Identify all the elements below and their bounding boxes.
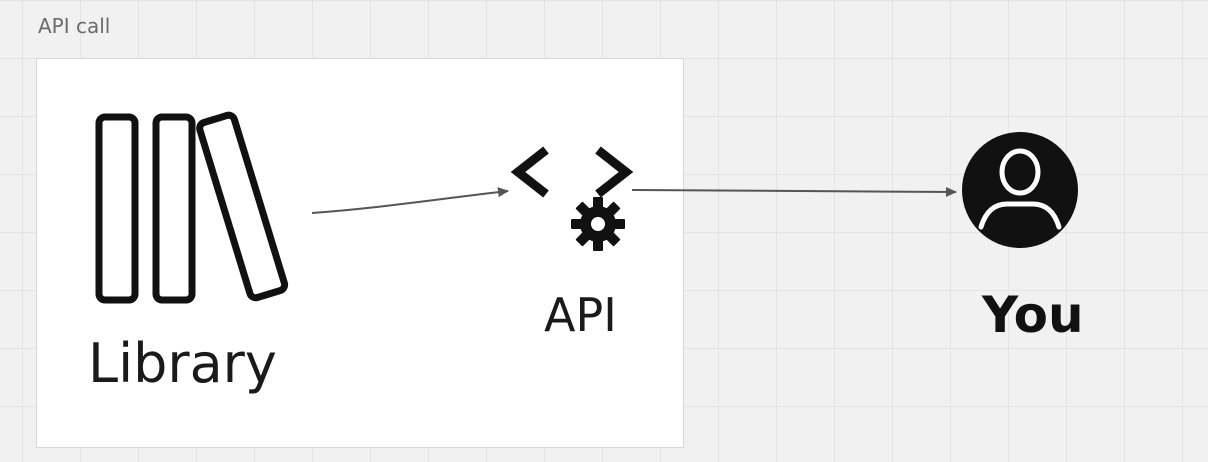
connector-api-to-you[interactable] xyxy=(631,186,957,197)
code-gear-icon[interactable] xyxy=(510,146,634,251)
node-label-you: You xyxy=(982,286,1084,344)
user-avatar-icon[interactable] xyxy=(962,132,1078,248)
frame-api-call[interactable] xyxy=(36,58,684,448)
frame-title[interactable]: API call xyxy=(38,14,111,38)
books-icon[interactable] xyxy=(95,111,289,304)
connector-library-to-api[interactable] xyxy=(311,187,509,214)
node-label-api: API xyxy=(544,288,617,342)
gear-icon xyxy=(571,197,625,251)
node-label-library: Library xyxy=(88,332,277,395)
